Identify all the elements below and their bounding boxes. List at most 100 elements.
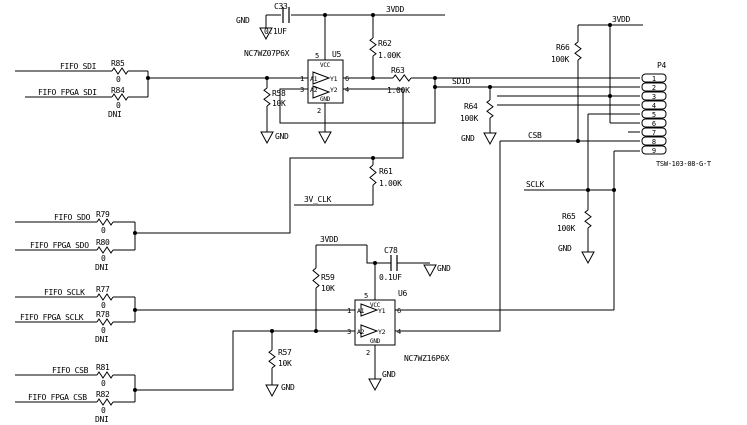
value-r59: 10K: [321, 284, 335, 293]
ground-symbol: [260, 131, 274, 145]
resistor-R84: [111, 93, 129, 101]
junction-dot: [433, 76, 437, 80]
resistor-R79: [96, 218, 114, 226]
junction-dot: [576, 139, 580, 143]
connector-pin-number-7: 7: [652, 129, 656, 137]
pin-label-a2: A2: [310, 86, 318, 94]
connector-pin-5: [641, 109, 667, 119]
ref-r63: R63: [391, 66, 405, 75]
pin-label-y2: Y2: [330, 86, 338, 94]
pin-num: 5: [315, 52, 319, 60]
buffer-gate-icon: [360, 324, 379, 338]
gnd-label: GND: [275, 132, 289, 141]
pin-num: 5: [364, 292, 368, 300]
connector-pin-9: [641, 145, 667, 155]
junction-dot: [270, 329, 274, 333]
value-r80: 0: [101, 254, 106, 263]
ref-r82: R82: [96, 390, 110, 399]
ground-symbol: [265, 384, 279, 398]
ref-r84: R84: [111, 86, 125, 95]
ref-r78: R78: [96, 310, 110, 319]
connector-pin-7: [641, 127, 667, 137]
value-r65: 100K: [557, 224, 576, 233]
value-r61: 1.00K: [379, 179, 402, 188]
ref-p4: P4: [657, 61, 667, 70]
net-label-csb: CSB: [528, 131, 542, 140]
resistor-R61: [369, 164, 377, 186]
pin-label-vcc: VCC: [370, 302, 381, 309]
ref-r81: R81: [96, 363, 110, 372]
ground-symbol: [259, 27, 273, 41]
pin-num: 4: [345, 86, 349, 94]
junction-dot: [608, 94, 612, 98]
junction-dot: [612, 188, 616, 192]
ref-c33: C33: [274, 2, 288, 11]
value-c33: 0.1UF: [264, 27, 287, 36]
part-u6: NC7WZ16P6X: [404, 354, 450, 363]
wire: [395, 141, 501, 332]
ref-r85: R85: [111, 59, 125, 68]
connector-pin-number-1: 1: [652, 75, 656, 83]
buffer-gate-icon: [312, 85, 331, 99]
net-label-3vdd-right: 3VDD: [612, 15, 631, 24]
dni-r82: DNI: [95, 415, 109, 424]
ref-r80: R80: [96, 238, 110, 247]
resistor-R78: [96, 318, 114, 326]
resistor-R62: [369, 37, 377, 57]
ground-symbol: [318, 131, 332, 145]
ref-c78: C78: [384, 246, 398, 255]
value-r57: 10K: [278, 359, 292, 368]
pin-num: 4: [397, 328, 401, 336]
resistor-R64: [486, 99, 494, 119]
junction-dot: [586, 188, 590, 192]
value-r81: 0: [101, 379, 106, 388]
junction-dot: [371, 13, 375, 17]
ref-r62: R62: [378, 39, 392, 48]
net-label-3v-clk: 3V_CLK: [304, 195, 332, 204]
connector-pin-2: [641, 82, 667, 92]
connector-pin-8: [641, 136, 667, 146]
connector-pin-number-9: 9: [652, 147, 656, 155]
ref-r65: R65: [562, 212, 576, 221]
connector-pin-number-3: 3: [652, 93, 656, 101]
junction-dot: [373, 261, 377, 265]
pin-num: 1: [300, 75, 304, 83]
value-r84: 0: [116, 101, 121, 110]
value-r58: 10K: [272, 99, 286, 108]
ground-symbol: [368, 378, 382, 392]
pin-num: 3: [300, 86, 304, 94]
dni-r84: DNI: [108, 110, 122, 119]
resistor-R85: [111, 67, 129, 75]
value-r85: 0: [116, 75, 121, 84]
connector-pin-number-8: 8: [652, 138, 656, 146]
connector-pin-number-2: 2: [652, 84, 656, 92]
junction-dot: [608, 23, 612, 27]
wire: [135, 330, 355, 391]
value-r62: 1.00K: [378, 51, 401, 60]
ground-symbol: [483, 132, 497, 146]
gnd-label: GND: [236, 16, 250, 25]
ground-symbol: [581, 251, 595, 265]
pin-num: 2: [366, 349, 370, 357]
connector-pin-number-6: 6: [652, 120, 656, 128]
ref-r64: R64: [464, 102, 478, 111]
net-label-fifo-csb: FIFO_CSB: [52, 366, 89, 375]
capacitor-C78: [390, 255, 398, 271]
value-r66: 100K: [551, 55, 570, 64]
pin-label-y1: Y1: [330, 75, 338, 83]
net-label-fifo-sclk: FIFO_SCLK: [44, 288, 85, 297]
resistor-R57: [268, 349, 276, 369]
pin-label-gnd: GND: [320, 96, 331, 103]
pin-label-a1: A1: [357, 307, 365, 315]
wire: [366, 245, 391, 264]
dni-r78: DNI: [95, 335, 109, 344]
buffer-gate-icon: [360, 303, 379, 317]
connector-pin-6: [641, 118, 667, 128]
net-label-sclk: SCLK: [526, 180, 545, 189]
ref-r57: R57: [278, 348, 292, 357]
ref-r59: R59: [321, 273, 335, 282]
connector-pin-number-4: 4: [652, 102, 656, 110]
junction-dot: [314, 329, 318, 333]
net-label-fifo-fpga-sdo: FIFO_FPGA_SDO: [30, 241, 89, 250]
